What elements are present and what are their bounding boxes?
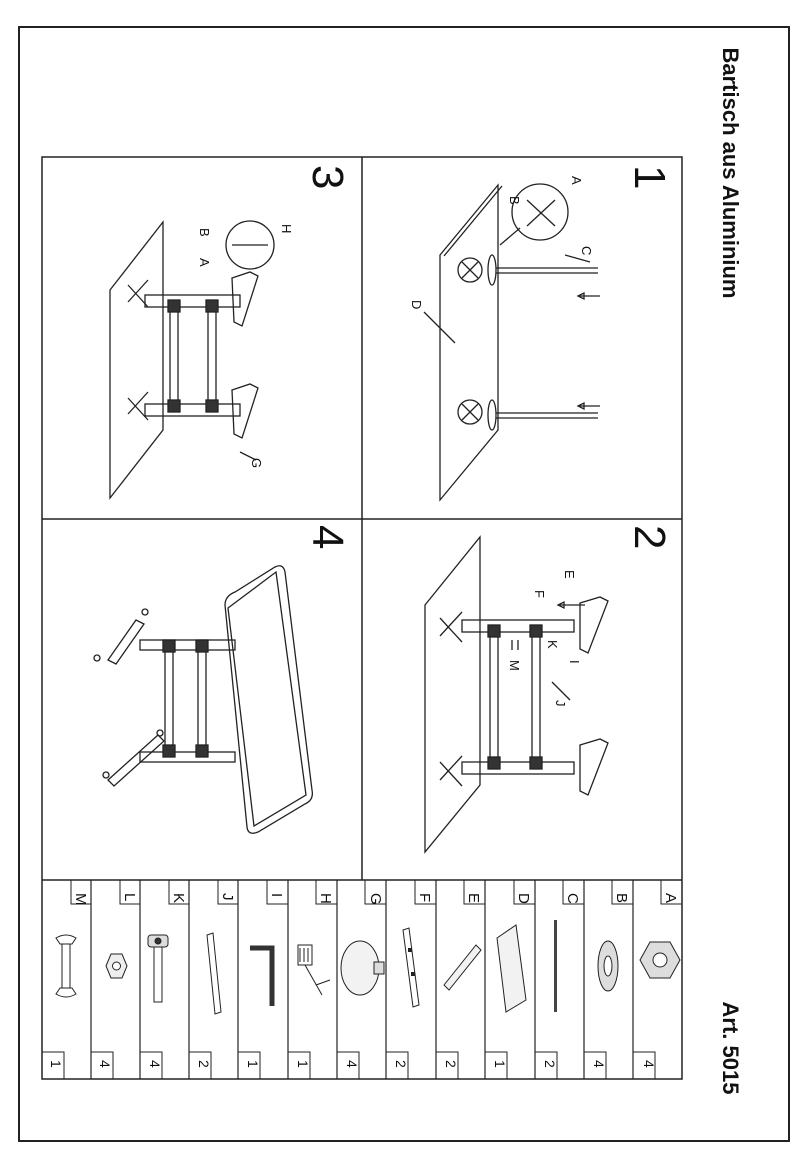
part-g-letter: G	[367, 893, 384, 905]
tube-icon	[402, 927, 420, 1008]
part-l-letter: L	[121, 893, 138, 901]
step-1-label-c: C	[579, 246, 594, 255]
allen-key-icon	[250, 945, 275, 1006]
step-1-label-d: D	[409, 300, 424, 309]
part-j-letter: J	[219, 893, 236, 901]
step-3-number: 3	[303, 165, 352, 189]
part-f-qty: 2	[393, 1060, 409, 1068]
step-3-label-a: A	[197, 258, 212, 267]
part-e-qty: 2	[443, 1060, 459, 1068]
step-4-number: 4	[303, 525, 352, 549]
part-a-letter: A	[662, 893, 679, 903]
part-b-letter: B	[613, 893, 630, 903]
step-2-label-k: K	[545, 640, 560, 649]
page-frame	[18, 26, 790, 1142]
parts-table-grid	[90, 880, 634, 1079]
part-f-letter: F	[416, 893, 433, 902]
tabletop-icon	[496, 924, 527, 1013]
part-h-letter: H	[317, 893, 334, 904]
bolt-icon	[147, 934, 169, 1003]
leveling-foot-icon	[340, 940, 380, 996]
part-k-letter: K	[170, 893, 187, 903]
step-2-label-e: E	[562, 570, 577, 579]
foot-bar-icon	[443, 944, 482, 991]
part-c-qty: 2	[542, 1060, 558, 1068]
step-2-number: 2	[625, 525, 674, 549]
step-3-label-g: G	[249, 458, 264, 468]
part-i-qty: 1	[245, 1060, 261, 1068]
part-j-qty: 2	[196, 1060, 212, 1068]
part-k-qty: 4	[147, 1060, 163, 1068]
part-a-qty: 4	[641, 1060, 657, 1068]
part-g-qty: 4	[344, 1060, 360, 1068]
part-h-qty: 1	[295, 1060, 311, 1068]
rod-icon	[554, 920, 557, 1012]
step-2-label-f: F	[532, 590, 547, 598]
part-m-letter: M	[72, 893, 89, 906]
brush-icon	[297, 944, 331, 996]
step-3-diagram	[109, 220, 275, 500]
step-2-label-i: I	[567, 660, 582, 664]
step-1-label-a: A	[569, 176, 584, 185]
parts-table: A 4 B 4 C 2 D 1 E 2 F 2 G 4 H	[48, 893, 681, 1068]
step-1-label-b: B	[507, 196, 522, 205]
crossbar-icon	[206, 932, 222, 1015]
step-2-label-m: M	[507, 660, 522, 671]
step-1-diagram	[423, 183, 600, 502]
step-2-diagram	[424, 535, 609, 854]
part-b-qty: 4	[591, 1060, 607, 1068]
step-1-number: 1	[625, 165, 674, 189]
part-m-qty: 1	[48, 1060, 64, 1068]
step-3-label-h: H	[279, 224, 294, 233]
step-3-label-b: B	[197, 228, 212, 237]
part-c-letter: C	[564, 893, 581, 904]
wrench-icon	[55, 934, 77, 998]
part-i-letter: I	[268, 893, 285, 897]
step-4-diagram	[93, 565, 313, 834]
part-d-qty: 1	[492, 1060, 508, 1068]
part-d-letter: D	[515, 893, 532, 904]
step-2-label-j: J	[553, 700, 568, 707]
part-e-letter: E	[465, 893, 482, 903]
part-l-qty: 4	[97, 1060, 113, 1068]
